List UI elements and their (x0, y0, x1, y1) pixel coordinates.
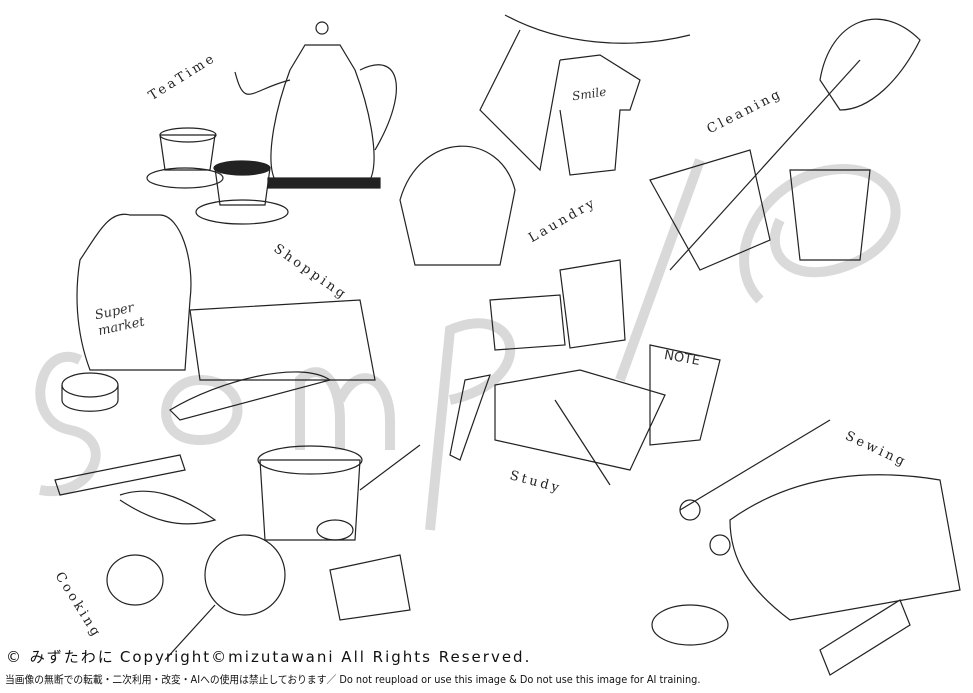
laundry-drawing (399, 14, 691, 266)
cleaning-drawing (649, 18, 921, 271)
usage-notice: 当画像の無断での転載・二次利用・改変・AIへの使用は禁止しております／ Do n… (5, 674, 701, 686)
cooking-drawing (54, 444, 421, 661)
teapot-drawing (234, 21, 397, 189)
sample-watermark (35, 158, 901, 531)
author-name: © みずたわに (6, 648, 115, 666)
copyright-text: Copyright©mizutawani All Rights Reserved… (119, 648, 532, 666)
study-drawing (449, 259, 721, 486)
shopping-drawing (61, 213, 376, 421)
sewing-drawing (651, 419, 961, 676)
credit-line: © みずたわに Copyright©mizutawani All Rights … (6, 648, 531, 666)
teacups-drawing (146, 127, 289, 225)
